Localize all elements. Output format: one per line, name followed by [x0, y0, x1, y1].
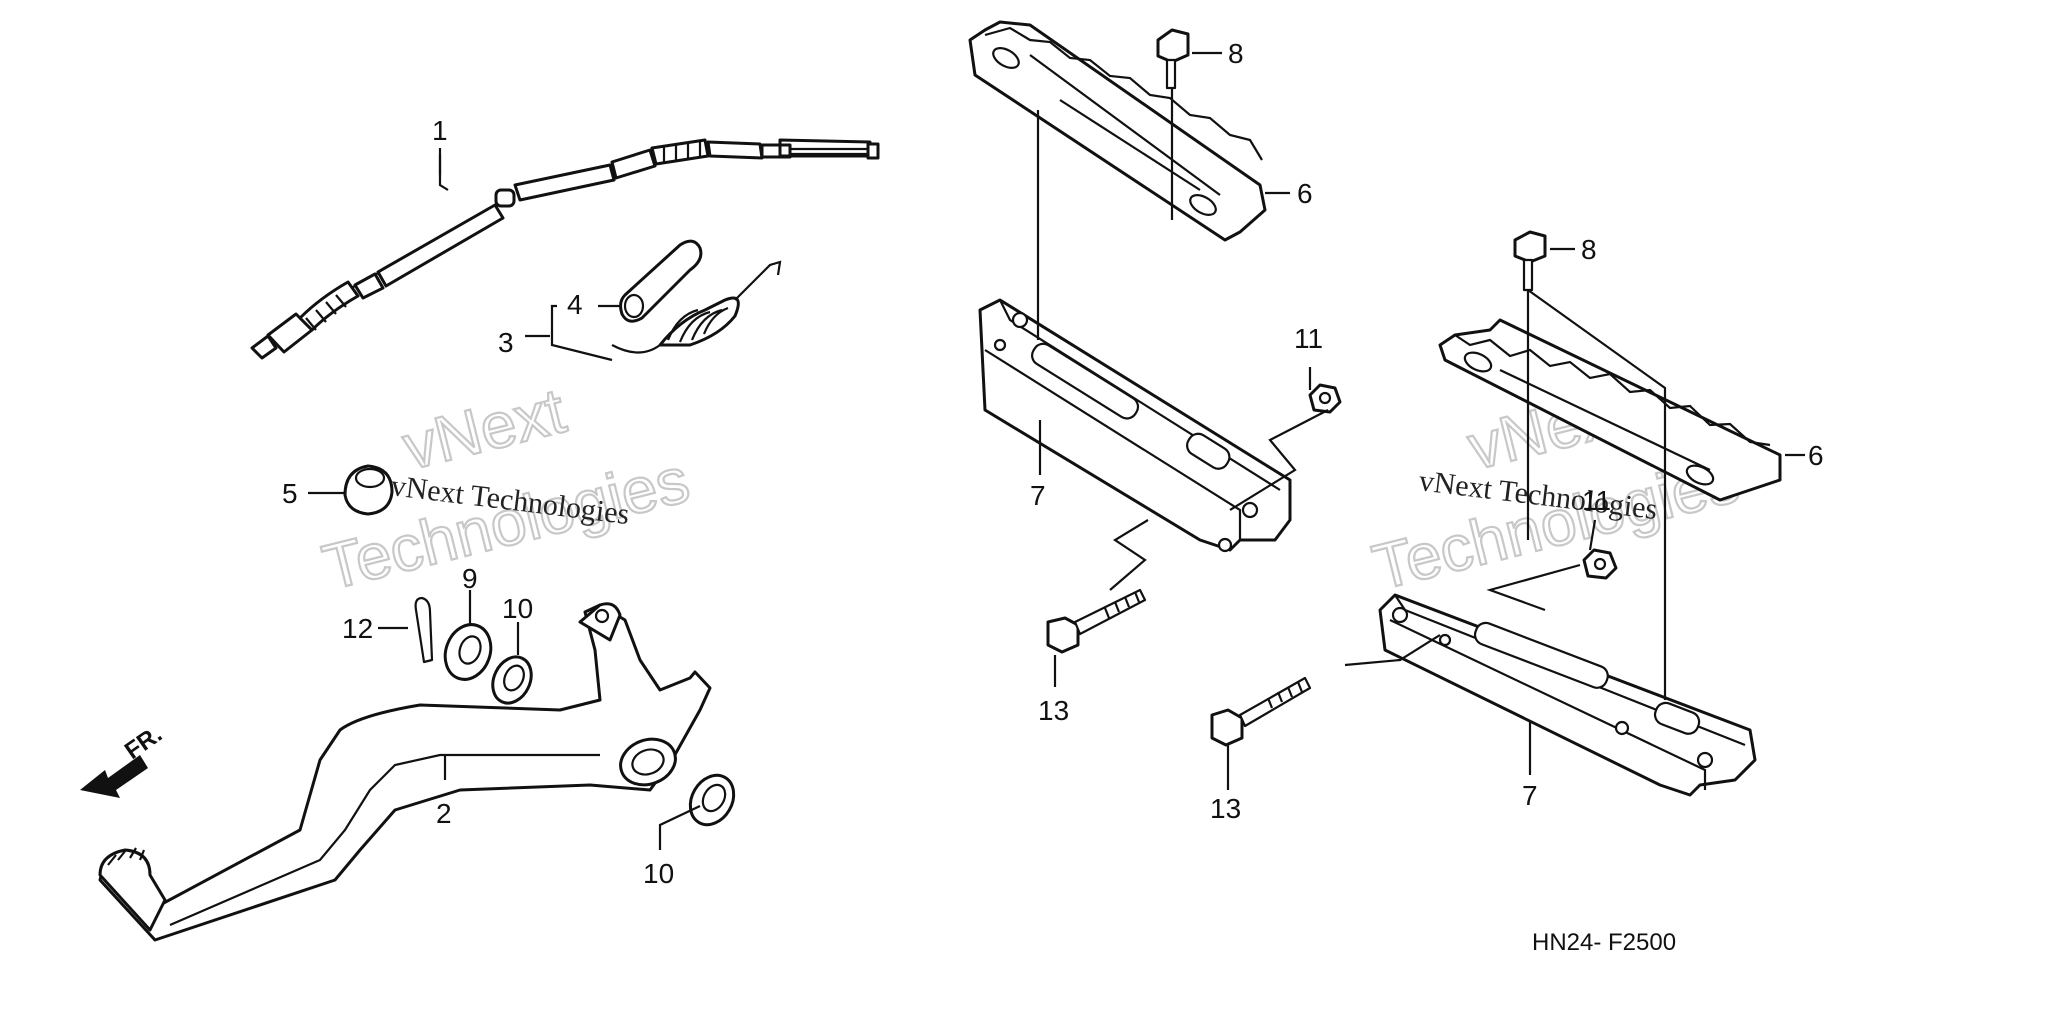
step-bracket-part-top [978, 298, 1292, 553]
brake-cable-part [250, 138, 880, 360]
callout-labels: 1 2 3 4 5 6 6 7 7 8 8 9 10 10 11 11 12 1… [282, 38, 1824, 889]
callout-8-top: 8 [1228, 38, 1244, 69]
bushing-part-lower [688, 773, 736, 827]
sleeve-part [619, 239, 703, 323]
leader-lines [308, 51, 1805, 850]
washer-part [443, 623, 493, 681]
callout-3: 3 [498, 327, 514, 358]
callout-10-lower: 10 [643, 858, 674, 889]
bolt-part-right-13 [1210, 676, 1312, 747]
nut-part-bottom [1582, 548, 1618, 580]
callout-1: 1 [432, 115, 448, 146]
callout-10-upper: 10 [502, 593, 533, 624]
watermark-brand-top: vNext [396, 374, 572, 483]
cotter-pin-part [414, 596, 434, 664]
callout-7-bottom: 7 [1522, 780, 1538, 811]
callout-9: 9 [462, 563, 478, 594]
nut-part-top [1308, 383, 1342, 414]
diagram-code: HN24- F2500 [1532, 929, 1676, 956]
callout-6-bottom: 6 [1808, 440, 1824, 471]
step-plate-part-bottom [1438, 318, 1782, 502]
callout-13-left: 13 [1038, 695, 1069, 726]
front-arrow-icon [80, 755, 148, 798]
step-plate-part-top [968, 20, 1267, 242]
bolt-part-left-13 [1046, 588, 1147, 654]
callout-2: 2 [436, 798, 452, 829]
brake-pedal-part [98, 602, 712, 942]
callout-12: 12 [342, 613, 373, 644]
bolt-part-top [1156, 28, 1190, 90]
cap-part [343, 464, 394, 516]
callout-11-bottom: 11 [1582, 485, 1611, 516]
callout-13-right: 13 [1210, 793, 1241, 824]
callout-5: 5 [282, 478, 298, 509]
callout-6-top: 6 [1297, 178, 1313, 209]
callout-8-bottom: 8 [1581, 234, 1597, 265]
callout-7-top: 7 [1030, 480, 1046, 511]
step-bracket-part-bottom [1378, 593, 1757, 797]
callout-4: 4 [567, 289, 583, 320]
spring-part [611, 260, 782, 354]
front-label: FR. [120, 721, 167, 765]
bolt-part-bottom [1513, 230, 1547, 292]
callout-11-top: 11 [1294, 323, 1323, 354]
front-direction-indicator: FR. [80, 721, 167, 798]
bushing-part-upper [491, 655, 533, 705]
